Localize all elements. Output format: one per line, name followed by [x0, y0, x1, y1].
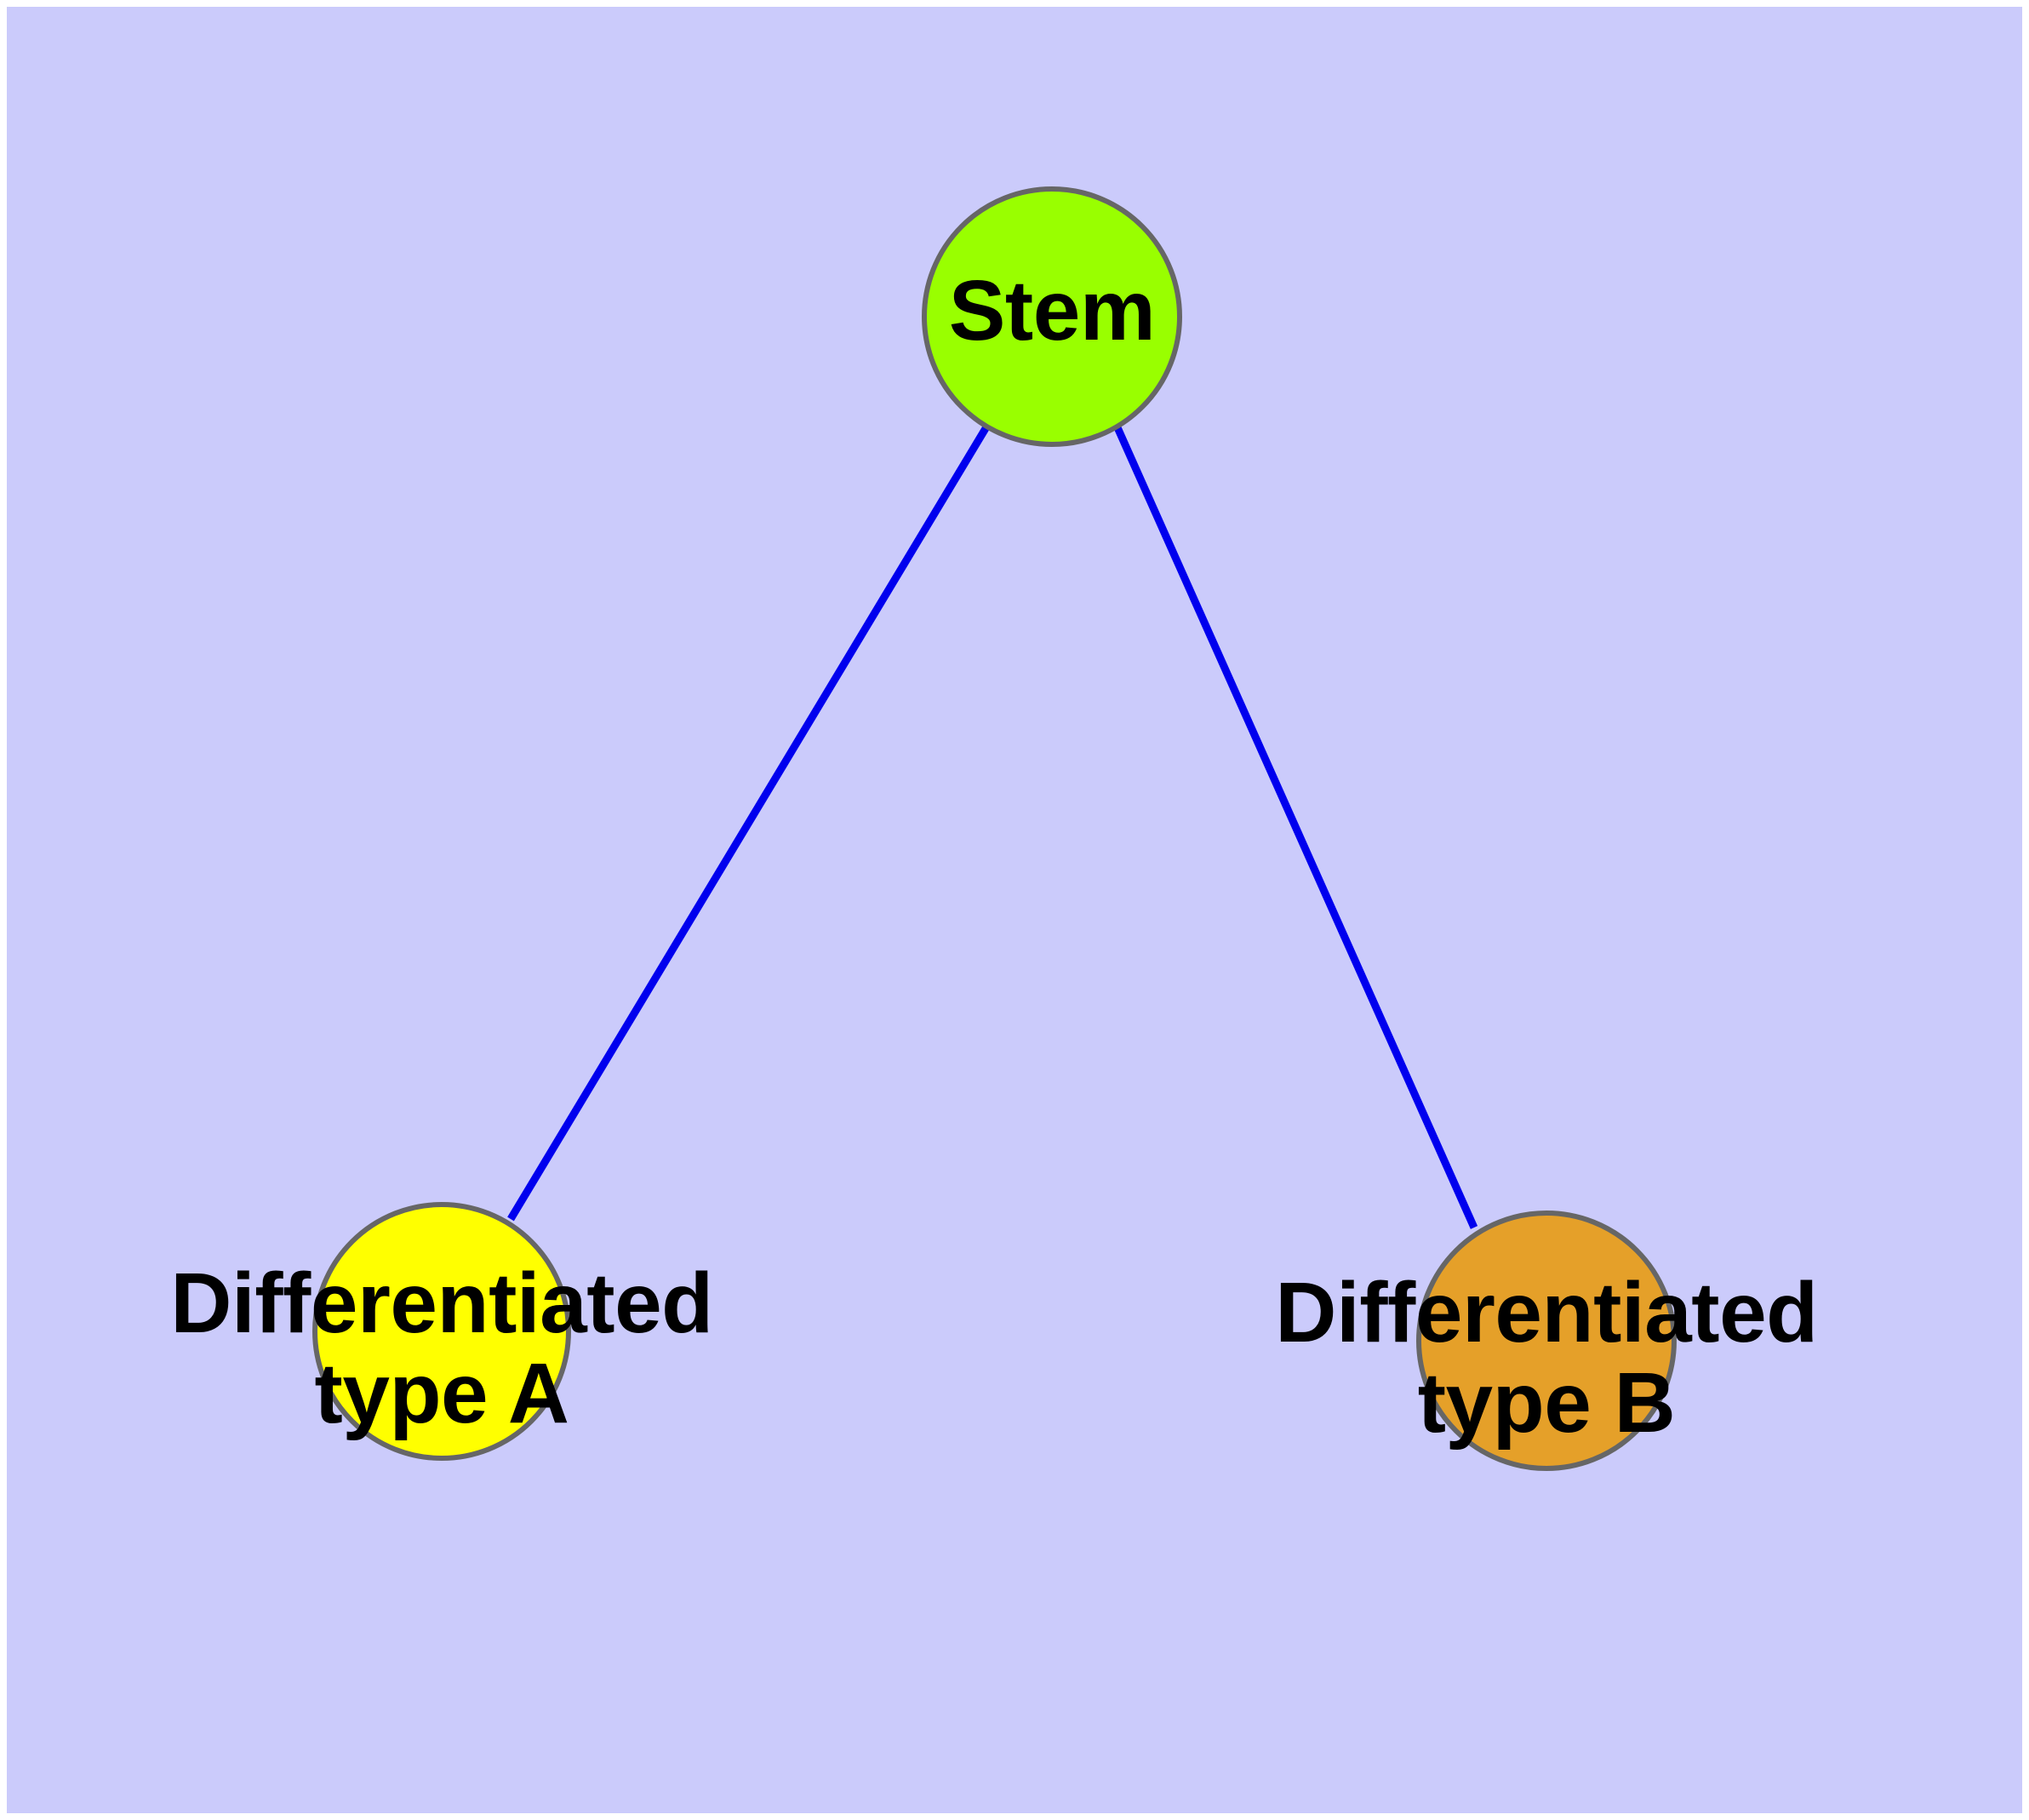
edge-layer: [507, 423, 1478, 1229]
node-differentiated-type-a[interactable]: [312, 1202, 571, 1461]
edge-stem-to-differentiated-type-a: [507, 423, 991, 1222]
node-differentiated-type-b[interactable]: [1416, 1210, 1677, 1471]
node-stem[interactable]: [922, 186, 1182, 447]
edge-stem-to-differentiated-type-b: [1112, 424, 1478, 1229]
node-layer: [312, 186, 1677, 1471]
